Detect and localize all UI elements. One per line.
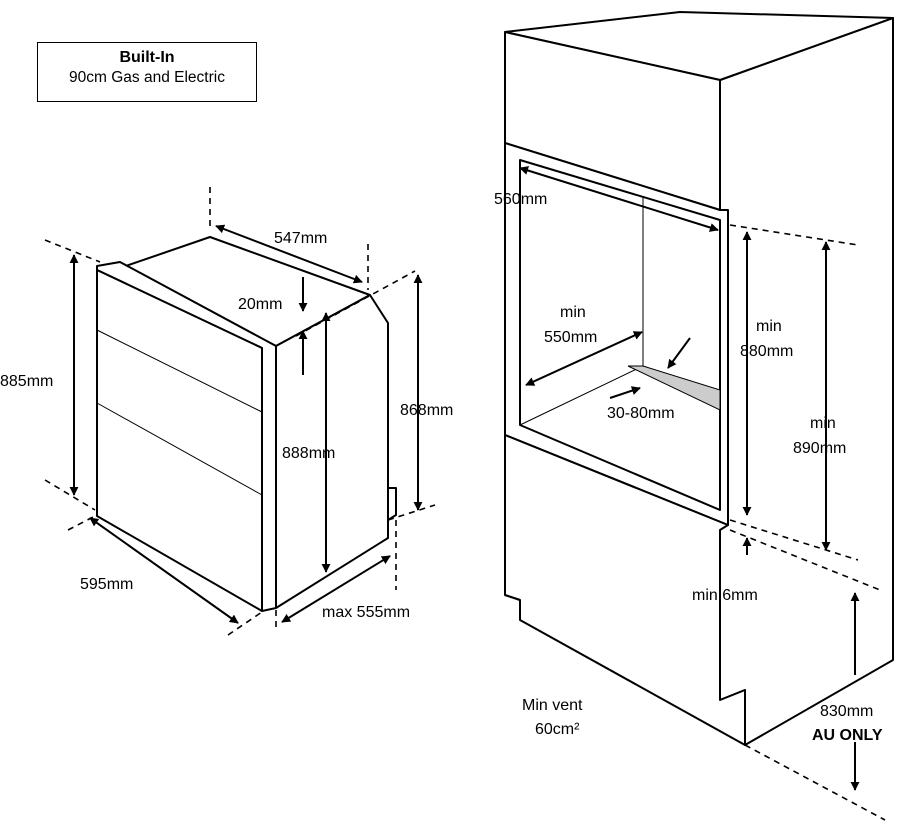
dash-6mm xyxy=(729,529,881,591)
label-888mm: 888mm xyxy=(282,445,335,462)
oven-panel-line-2 xyxy=(96,402,263,496)
label-20mm: 20mm xyxy=(238,296,282,313)
arrow-550 xyxy=(525,331,643,386)
label-60cm2: 60cm² xyxy=(535,721,580,738)
dash-868-bottom xyxy=(387,504,436,521)
label-550mm: 550mm xyxy=(544,329,597,346)
dash-595-right xyxy=(227,611,263,636)
dash-830-bottom xyxy=(744,744,886,821)
label-890-min: min xyxy=(810,415,836,432)
oven-rear-box xyxy=(387,487,397,521)
label-547mm: 547mm xyxy=(274,230,327,247)
cabinet-dimensions xyxy=(519,166,886,821)
label-max-555mm: max 555mm xyxy=(322,604,410,621)
arrow-30-80-bottom xyxy=(609,386,641,399)
label-min-vent: Min vent xyxy=(522,697,583,714)
oven-panel-line-1 xyxy=(96,329,263,413)
label-30-80mm: 30-80mm xyxy=(607,405,675,422)
lower-cabinet-step xyxy=(504,594,521,601)
dash-595-left xyxy=(67,514,98,531)
cabinet-right-side xyxy=(719,17,894,746)
dash-885-top xyxy=(44,239,101,263)
label-880mm: 880mm xyxy=(740,343,793,360)
label-890mm: 890mm xyxy=(793,440,846,457)
arrow-555 xyxy=(281,555,391,623)
dash-20 xyxy=(295,270,416,337)
cabinet-drawing xyxy=(504,11,894,746)
label-868mm: 868mm xyxy=(400,402,453,419)
arrow-560 xyxy=(519,166,719,232)
oven-dimensions xyxy=(44,187,436,636)
dash-880-bottom xyxy=(729,519,859,561)
label-880-min: min xyxy=(756,318,782,335)
title-line-2: 90cm Gas and Electric xyxy=(69,69,225,86)
label-595mm: 595mm xyxy=(80,576,133,593)
title-line-1: Built-In xyxy=(119,49,175,66)
label-560mm: 560mm xyxy=(494,191,547,208)
title-box: Built-In 90cm Gas and Electric xyxy=(37,42,257,102)
dash-885-bottom xyxy=(44,479,96,511)
arrow-595 xyxy=(89,517,239,624)
label-550-min: min xyxy=(560,304,586,321)
label-min-6mm: min 6mm xyxy=(692,587,758,604)
label-au-only: AU ONLY xyxy=(812,727,883,744)
arrow-547 xyxy=(215,224,363,284)
label-830mm: 830mm xyxy=(820,703,873,720)
arrow-30-80-top xyxy=(667,337,691,369)
label-885mm: 885mm xyxy=(0,373,53,390)
